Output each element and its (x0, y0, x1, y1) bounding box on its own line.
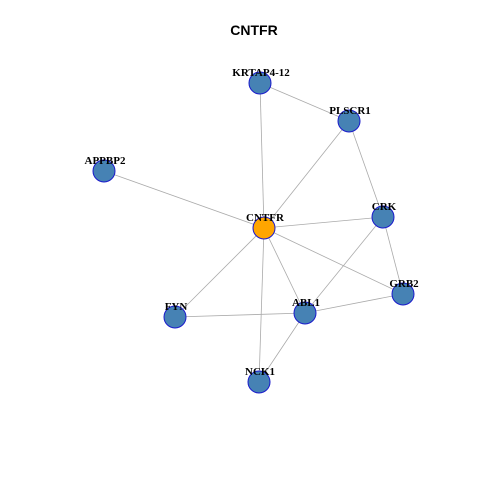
node-fyn: FYN (163, 301, 188, 329)
node-cntfr: CNTFR (246, 212, 285, 240)
node-label-crk: CRK (372, 201, 397, 213)
edge-cntfr-grb2 (263, 227, 404, 295)
edge-crk-abl1 (304, 216, 384, 314)
node-circle-crk (371, 205, 395, 229)
node-circle-abl1 (293, 301, 317, 325)
graph-title: CNTFR (230, 22, 277, 38)
node-label-abl1: ABL1 (292, 297, 320, 309)
edge-plscr1-crk (348, 120, 384, 218)
node-crk: CRK (371, 201, 397, 229)
node-label-krtap4-12: KRTAP4-12 (232, 67, 290, 79)
edge-cntfr-fyn (174, 227, 265, 318)
edge-fyn-abl1 (174, 312, 306, 318)
node-abl1: ABL1 (292, 297, 320, 325)
edge-layer (103, 82, 404, 383)
node-circle-krtap4-12 (248, 71, 272, 95)
node-circle-nck1 (247, 370, 271, 394)
node-circle-plscr1 (337, 109, 361, 133)
node-label-nck1: NCK1 (245, 366, 275, 378)
edge-plscr1-cntfr (263, 120, 350, 229)
node-plscr1: PLSCR1 (329, 105, 371, 133)
node-appbp2: APPBP2 (85, 155, 126, 183)
node-label-cntfr: CNTFR (246, 212, 285, 224)
edge-abl1-nck1 (258, 312, 306, 383)
edge-cntfr-nck1 (258, 227, 265, 383)
node-label-plscr1: PLSCR1 (329, 105, 371, 117)
edge-krtap4-12-cntfr (259, 82, 265, 229)
node-circle-appbp2 (92, 159, 116, 183)
node-circle-grb2 (391, 282, 415, 306)
node-label-grb2: GRB2 (389, 278, 419, 290)
edge-crk-grb2 (382, 216, 404, 295)
edge-cntfr-abl1 (263, 227, 306, 314)
node-circle-fyn (163, 305, 187, 329)
node-circle-cntfr (252, 216, 276, 240)
node-nck1: NCK1 (245, 366, 275, 394)
edge-appbp2-cntfr (103, 170, 265, 229)
edge-grb2-abl1 (304, 293, 404, 314)
node-grb2: GRB2 (389, 278, 419, 306)
node-krtap4-12: KRTAP4-12 (232, 67, 290, 95)
edge-cntfr-crk (263, 216, 384, 229)
node-label-appbp2: APPBP2 (85, 155, 126, 167)
node-label-fyn: FYN (165, 301, 188, 313)
edge-krtap4-12-plscr1 (259, 82, 350, 122)
